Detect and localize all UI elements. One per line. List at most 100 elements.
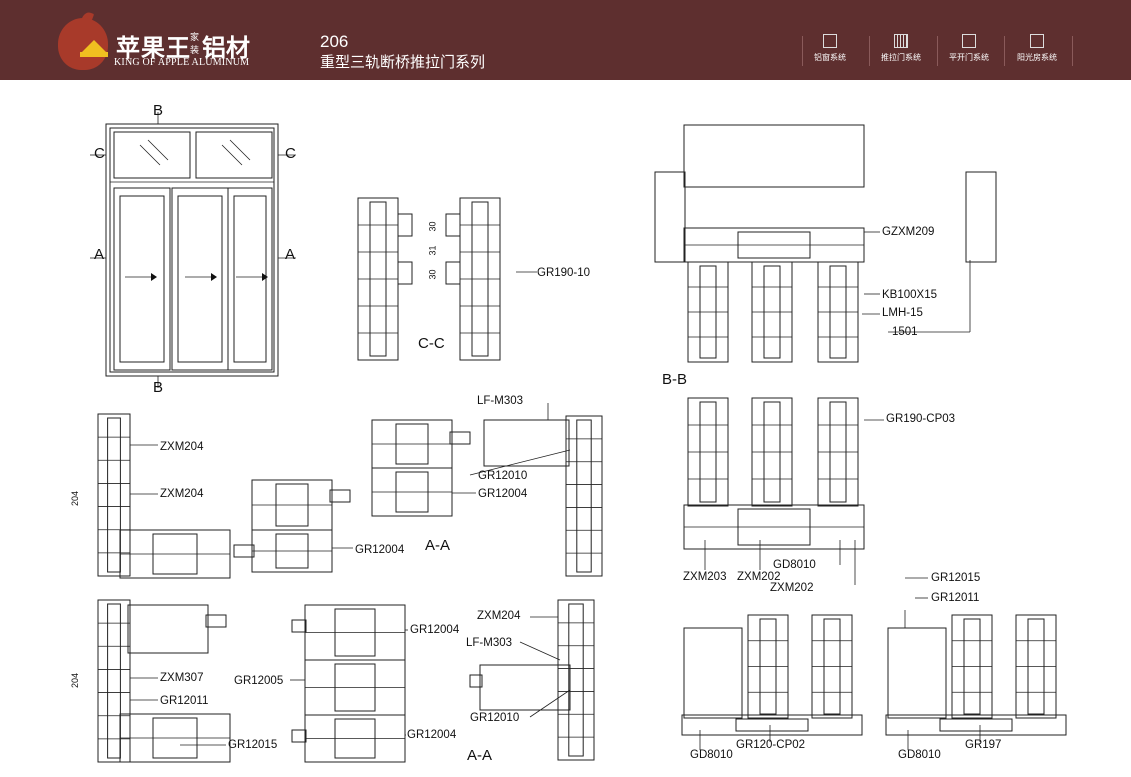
profile-core [369,201,387,357]
aa1-dim: 204 [70,490,81,507]
window-frame [105,123,279,377]
profile-core [576,419,592,573]
bb-label-8: GD8010 [773,559,816,571]
aa2-label-9: GR12010 [470,712,520,724]
bb-label-5: GR190-CP03 [886,413,956,425]
section-mark-a-right: A [285,246,296,263]
transom-pane-left [113,131,191,179]
profile-outline [397,213,413,237]
nav-divider [937,36,938,66]
door-glass [177,195,223,363]
profile-outline [654,171,686,263]
leader-line [469,449,571,476]
profile-outline [233,544,255,558]
leader-line [529,689,571,718]
leader-line [519,641,561,661]
nav-window-system[interactable]: 铝窗系统 [797,34,863,63]
profile-outline [483,419,570,467]
profile-core [334,663,376,712]
br-label-3: GD8010 [690,749,733,761]
profile-core [829,401,847,503]
cc-dim-1: 30 [427,221,438,232]
profile-outline [445,213,461,237]
series-name: 重型三轨断桥推拉门系列 [320,54,486,71]
brand-name-en: KING OF APPLE ALUMINUM [114,57,250,68]
nav-sunroom-system[interactable]: 阳光房系统 [1004,34,1070,63]
profile-outline [329,489,351,503]
profile-core [737,508,811,546]
br-label-2: GR12011 [931,592,980,604]
profile-core [568,603,584,757]
sunroom-icon [1030,34,1044,48]
aa1-label-1: ZXM204 [160,441,204,453]
br-label-4: GR120-CP02 [736,739,806,751]
nav-sliding-door-system[interactable]: 推拉门系统 [868,34,934,63]
aa2-dim: 204 [70,672,81,689]
profile-outline [291,619,307,633]
profile-core [275,483,309,527]
profile-outline [205,614,227,628]
cc-dim-2: 31 [427,245,438,256]
profile-outline [291,729,307,743]
section-mark-c-right: C [285,145,296,162]
window-icon [823,34,837,48]
profile-outline [449,431,471,445]
aa2-label-4: GR12004 [410,624,460,636]
nav-divider [802,36,803,66]
header: 苹果王 家 装 铝材 KING OF APPLE ALUMINUM 206 重型… [0,0,1131,80]
br-label-1: GR12015 [931,572,981,584]
nav-casement-door-system[interactable]: 平开门系统 [936,34,1002,63]
sliding-door-icon [894,34,908,48]
profile-core [829,265,847,359]
profile-outline [887,627,947,719]
bb-label-9: ZXM202 [770,582,814,594]
profile-core [735,718,809,732]
door-glass [233,195,267,363]
aa2-label-6: GR12004 [407,729,457,741]
aa1-label-4: LF-M303 [477,395,524,407]
profile-core [939,718,1013,732]
aa2-label-2: GR12011 [160,695,209,707]
aa1-title: A-A [425,537,451,554]
profile-outline [479,664,571,711]
nav-divider [1072,36,1073,66]
profile-core [107,603,121,759]
aa2-label-1: ZXM307 [160,672,204,684]
nav-divider [1004,36,1005,66]
profile-core [763,265,781,359]
cc-dim-3: 30 [427,269,438,280]
door-glass [119,195,165,363]
profile-outline [469,674,483,688]
aa2-label-5: GR12005 [234,675,284,687]
door-panel [227,187,273,371]
section-mark-a-left: A [94,246,105,263]
arrow-head-icon [262,273,268,281]
profile-core [763,401,781,503]
crown-logo [80,40,108,54]
profile-section [97,599,131,763]
section-mark-b-top: B [153,102,164,119]
bb-label-4: 1501 [892,326,918,338]
glass-hatch [139,144,161,166]
bb-label-3: LMH-15 [882,307,923,319]
profile-section [565,415,603,577]
profile-section [885,714,1067,736]
aa1-label-2: ZXM204 [160,488,204,500]
aa2-label-8: LF-M303 [466,637,513,649]
transom-pane-right [195,131,273,179]
glass-hatch [221,144,243,166]
profile-core [152,533,198,575]
bb-title: B-B [662,371,688,388]
profile-core [334,608,376,657]
profile-outline [683,124,865,188]
aa1-label-3: GR12004 [355,544,405,556]
window-frame-inner [109,127,275,373]
profile-core [699,265,717,359]
series-number: 206 [320,32,349,51]
profile-core [737,231,811,259]
profile-core [275,533,309,569]
aa2-label-7: ZXM204 [477,610,521,622]
casement-door-icon [962,34,976,48]
door-panel [171,187,229,371]
br-label-5: GD8010 [898,749,941,761]
